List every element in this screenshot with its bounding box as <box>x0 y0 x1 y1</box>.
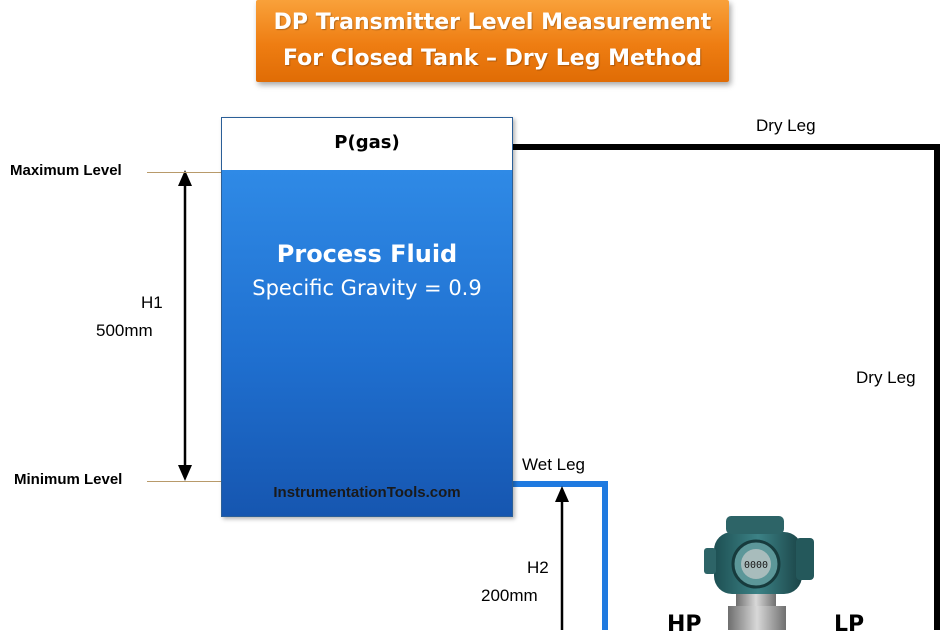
dry-leg-side-label: Dry Leg <box>856 368 916 387</box>
maximum-level-label: Maximum Level <box>10 162 122 179</box>
dp-transmitter: 0000 <box>700 512 840 630</box>
maximum-level-line <box>147 172 221 173</box>
transmitter-icon: 0000 <box>704 516 814 630</box>
title-banner: DP Transmitter Level Measurement For Clo… <box>256 0 729 82</box>
hp-label: HP <box>667 612 702 637</box>
h1-arrow <box>178 170 192 481</box>
dry-leg-pipe <box>513 144 940 630</box>
wet-leg-label: Wet Leg <box>522 455 586 474</box>
gas-space: P(gas) <box>222 118 512 171</box>
minimum-level-line <box>147 481 221 482</box>
h1-label: H1 <box>141 293 163 312</box>
h2-arrow <box>555 486 569 630</box>
h2-value: 200mm <box>481 586 538 605</box>
fluid-title: Process Fluid <box>276 240 458 268</box>
lp-label: LP <box>834 612 865 637</box>
dry-leg-top-label: Dry Leg <box>756 116 816 135</box>
wet-leg-pipe <box>513 481 608 630</box>
title-line-1: DP Transmitter Level Measurement <box>273 10 712 35</box>
process-fluid <box>222 170 512 516</box>
h2-label: H2 <box>527 558 549 577</box>
transmitter-display: 0000 <box>744 560 768 571</box>
watermark: InstrumentationTools.com <box>273 484 461 501</box>
h1-value: 500mm <box>96 321 153 340</box>
closed-tank: P(gas) Process Fluid Specific Gravity = … <box>221 117 513 517</box>
minimum-level-label: Minimum Level <box>14 471 123 488</box>
fluid-specific-gravity: Specific Gravity = 0.9 <box>252 276 482 300</box>
title-line-2: For Closed Tank – Dry Leg Method <box>283 46 702 71</box>
